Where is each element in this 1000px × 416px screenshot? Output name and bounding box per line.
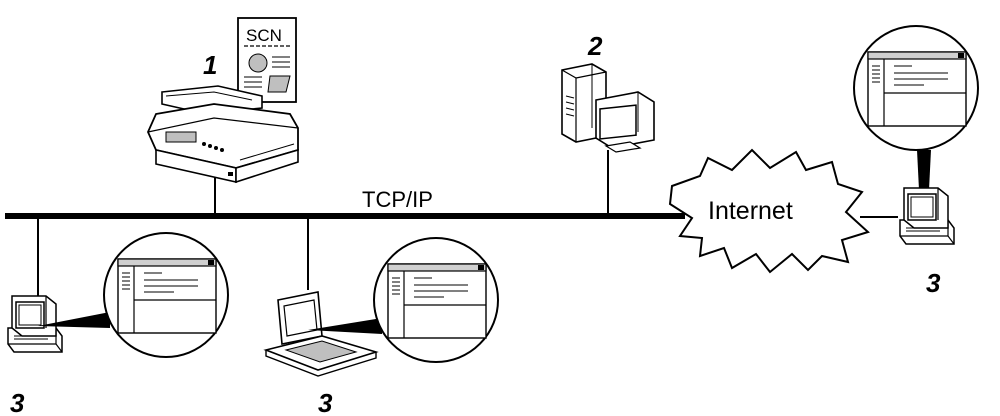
desktop-screen-zoom [103,232,229,358]
internet-label: Internet [708,197,793,225]
scan-document-icon [237,17,297,103]
desktop-client-number: 3 [10,388,25,416]
scanner-device: SCN [147,17,299,184]
laptop-icon [263,291,379,377]
scan-document-tag: SCN [246,26,282,45]
tcpip-label: TCP/IP [362,187,433,212]
remote-pc-icon [899,187,955,245]
laptop-client-number: 3 [318,388,333,416]
remote-screen-zoom [853,25,979,151]
server-device [561,63,655,153]
laptop-screen-zoom [373,237,499,363]
scanner-number: 1 [203,50,217,80]
laptop-zoom-pointer [308,318,382,334]
server-number: 2 [587,31,603,61]
internet-cloud [668,148,870,274]
remote-client-number: 3 [926,268,941,298]
desktop-zoom-pointer [38,312,110,328]
